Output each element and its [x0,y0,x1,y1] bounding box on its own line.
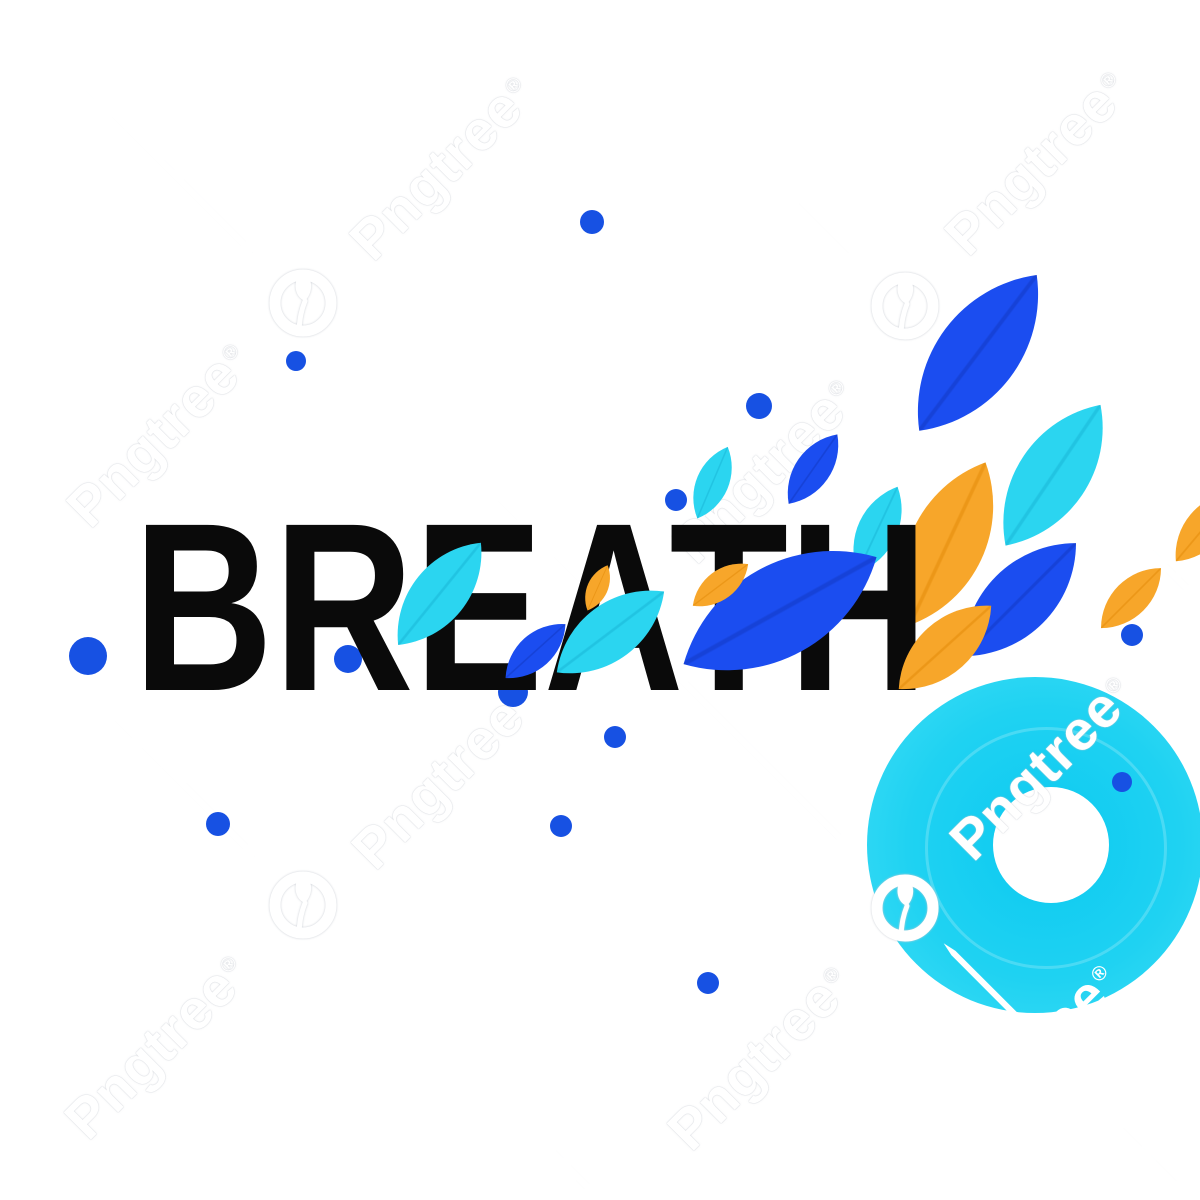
blue-dot [206,812,230,836]
watermark-diagonal-line [605,4,863,262]
pngtree-logo-watermark [262,262,344,344]
donut-hole [993,787,1109,903]
orange-leaf-shape [1100,567,1162,629]
blue-dot [580,210,604,234]
watermark-brand-label: Pngtree [932,69,1130,267]
watermark-diagonal-line [6,6,256,256]
orange-leaf-shape [1170,492,1200,562]
pngtree-logo-watermark [864,867,946,949]
blue-dot [1121,624,1143,646]
pngtree-logo-watermark [262,864,344,946]
pngtree-leaf-logo-icon [871,874,939,942]
watermark-diagonal-line [339,938,600,1199]
pngtree-text-watermark: Pngtree® [52,941,263,1152]
blue-dot [604,726,626,748]
cyan-leaf-shape [982,404,1124,546]
blue-dot [746,393,772,419]
watermark-brand-label: Pngtree [337,74,535,272]
blue-dot [550,815,572,837]
blue-dot [69,637,107,675]
blue-dot [1112,772,1132,792]
pngtree-text-watermark: Pngtree® [932,57,1143,268]
blue-dot [334,645,362,673]
pngtree-text-watermark: Pngtree® [655,952,866,1163]
blue-dot [498,677,528,707]
pngtree-leaf-logo-icon [269,871,337,939]
donut-inner-ring [925,727,1167,969]
blue-dot [665,489,687,511]
pngtree-logo-watermark [864,265,946,347]
watermark-brand-label: Pngtree [52,953,250,1151]
blue-dot [286,351,306,371]
watermark-brand-label: Pngtree [655,964,853,1162]
pngtree-leaf-logo-icon [269,269,337,337]
blue-dot [697,972,719,994]
pngtree-text-watermark: Pngtree® [337,62,548,273]
pngtree-leaf-logo-icon [871,272,939,340]
